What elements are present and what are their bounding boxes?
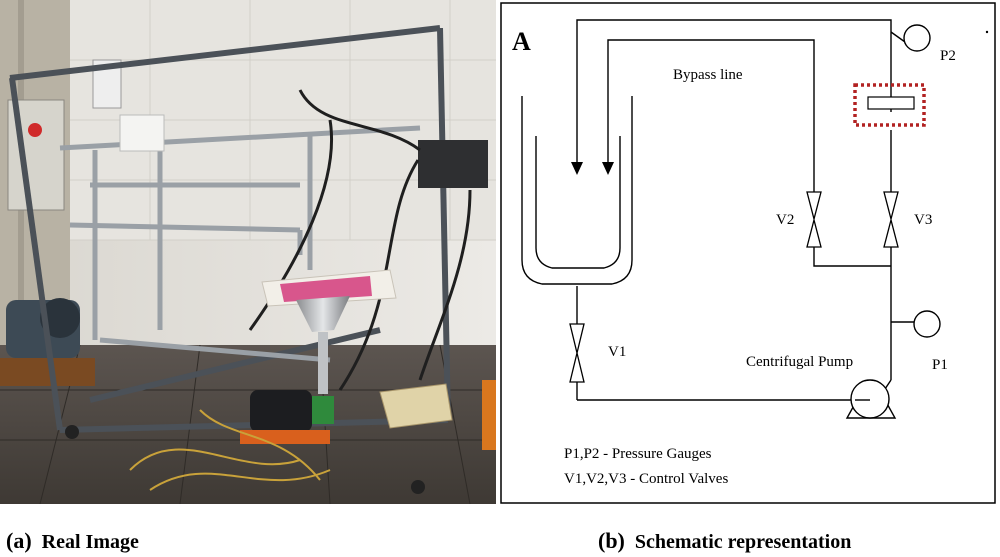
- pressure-gauge-p2-icon: [903, 24, 931, 52]
- caption-real-image: (a) Real Image: [6, 528, 139, 554]
- yellow-hoses: [129, 409, 331, 491]
- return-arrow: [571, 162, 583, 175]
- return-line: [576, 19, 892, 162]
- pump-label: Centrifugal Pump: [746, 354, 853, 370]
- tank: [521, 96, 633, 285]
- caption-b-text: Schematic representation: [634, 531, 852, 553]
- legend-valves: V1,V2,V3 - Control Valves: [564, 471, 728, 487]
- valve-v3-label: V3: [914, 212, 932, 228]
- gauge-p2-label: P2: [940, 48, 956, 64]
- caption-schematic: (b) Schematic representation: [598, 528, 851, 554]
- valve-v2-label: V2: [776, 212, 794, 228]
- valve-v1-label: V1: [608, 344, 626, 360]
- bypass-line: [607, 39, 815, 192]
- valve-v1-icon: [569, 323, 585, 383]
- pump-motor: [250, 390, 312, 432]
- centrifugal-pump-icon: [845, 379, 897, 419]
- valve-v3-icon: [883, 191, 899, 248]
- legend-gauges: P1,P2 - Pressure Gauges: [564, 446, 712, 462]
- schematic-diagram: A: [500, 2, 996, 504]
- caption-a-text: Real Image: [41, 531, 139, 553]
- gauge-p1-label: P1: [932, 357, 948, 373]
- real-image-photo: [0, 0, 496, 504]
- hopper: [296, 296, 350, 332]
- test-section-highlight: [853, 83, 926, 127]
- bypass-label: Bypass line: [673, 67, 743, 83]
- basket: [379, 383, 453, 429]
- steel-frame: [9, 25, 451, 433]
- panel-label: A: [512, 27, 531, 56]
- caption-a-tag: (a): [6, 528, 32, 553]
- valve-v2-icon: [806, 191, 822, 248]
- pressure-gauge-p1-icon: [913, 310, 941, 338]
- piping: [576, 19, 914, 401]
- bypass-arrow: [602, 162, 614, 175]
- caption-b-tag: (b): [598, 528, 625, 553]
- schematic-border: [500, 2, 996, 504]
- test-section: [867, 96, 915, 110]
